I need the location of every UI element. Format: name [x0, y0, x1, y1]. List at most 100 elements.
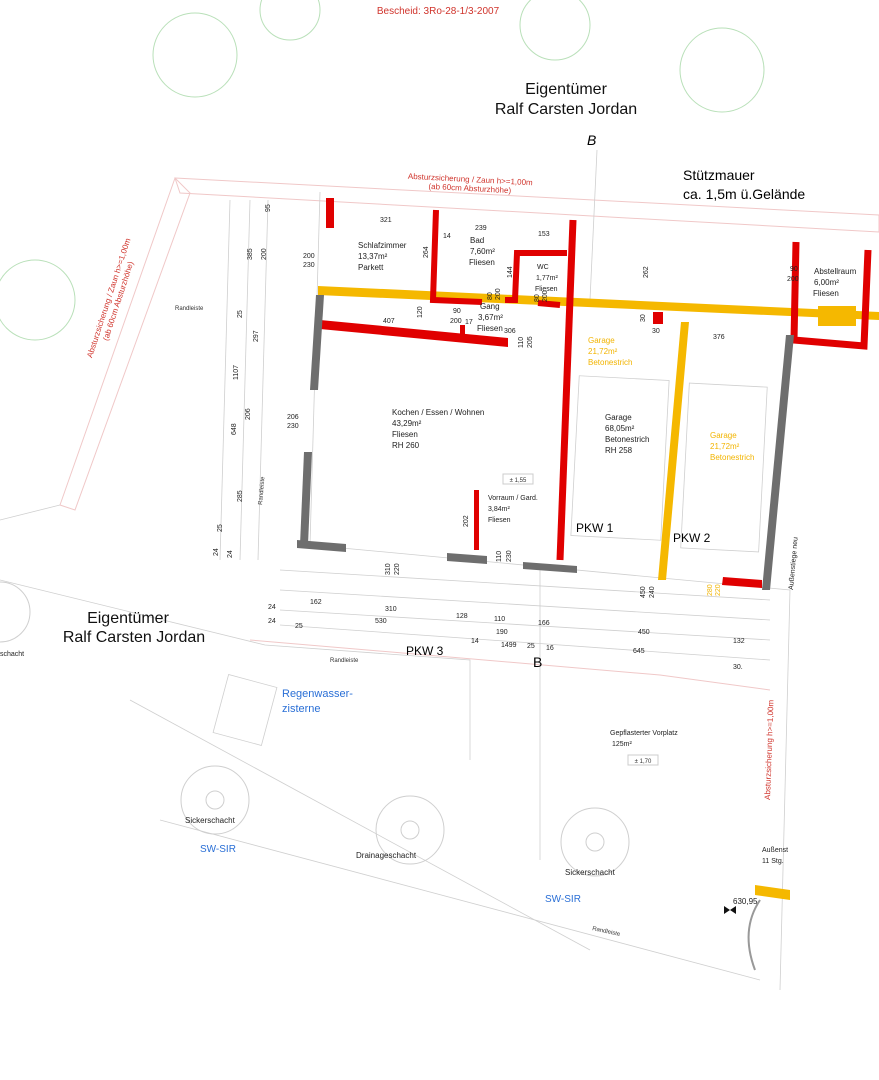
label: 153 — [538, 231, 550, 238]
label: 310 — [385, 563, 392, 575]
label: 120 — [417, 306, 424, 318]
label: 21,72m² — [710, 442, 740, 451]
label: 110 — [496, 551, 503, 562]
label: Garage — [588, 336, 615, 345]
label: 30. — [733, 664, 743, 671]
fall-protection-right: Absturzsicherung h>=1,00m — [763, 699, 775, 800]
label: 14 — [443, 233, 451, 240]
label: 1,77m² — [536, 275, 558, 282]
label: 280 — [707, 584, 714, 596]
walls — [297, 198, 879, 900]
elevation-marker-icon — [724, 906, 736, 914]
label: 166 — [538, 620, 550, 627]
label: 190 — [496, 629, 508, 636]
label: 239 — [475, 225, 487, 232]
label: 68,05m² — [605, 424, 635, 433]
label: Parkett — [358, 263, 384, 272]
room-vorplatz: Gepflasterter Vorplatz 125m² — [610, 730, 678, 748]
level-marker: ± 1,55 — [510, 478, 527, 484]
label: 230 — [287, 423, 299, 430]
soakaway-label: Sickerschacht — [185, 816, 236, 825]
label: Schlafzimmer — [358, 241, 407, 250]
label: 162 — [310, 599, 322, 606]
label: RH 260 — [392, 441, 420, 450]
cistern-label-2: zisterne — [282, 703, 321, 715]
manholes — [0, 581, 761, 971]
room-kochen-essen-wohnen: Kochen / Essen / Wohnen 43,29m² Fliesen RH … — [392, 408, 484, 450]
label: WC — [537, 264, 549, 271]
label: 125m² — [612, 741, 633, 748]
label: 285 — [237, 490, 244, 502]
label: 80 — [487, 292, 494, 300]
drain-shaft-label: Drainageschacht — [356, 851, 417, 860]
label: 205 — [527, 336, 534, 348]
label: 24 — [227, 550, 234, 558]
label: Gang — [480, 302, 500, 311]
label: 1107 — [233, 365, 240, 380]
label: Gepflasterter Vorplatz — [610, 730, 678, 737]
section-mark-bottom: B — [533, 654, 542, 670]
label: 25 — [237, 310, 244, 318]
label: 30 — [640, 314, 647, 322]
label: 530 — [375, 618, 387, 625]
label: Abstellraum — [814, 267, 857, 276]
parking-pkw1: PKW 1 — [576, 521, 614, 535]
label: 200 — [787, 276, 799, 283]
label: 3,84m² — [488, 506, 510, 513]
label: 200 — [495, 288, 502, 300]
soakaway-label: schacht — [0, 651, 24, 658]
elevation-label: 630,95 — [733, 897, 758, 906]
label: 132 — [733, 638, 745, 645]
label: 110 — [518, 337, 525, 348]
outdoor-stairs: Außenst — [762, 847, 788, 854]
retaining-wall-height: ca. 1,5m ü.Gelände — [683, 186, 805, 202]
label: 1499 — [501, 642, 517, 649]
sewer-label: SW-SIR — [200, 844, 236, 855]
label: 128 — [456, 613, 468, 620]
label: 645 — [633, 648, 645, 655]
edge-strip-label: Randleiste — [592, 926, 622, 938]
label: 321 — [380, 217, 392, 224]
edge-strip-label: Randleiste — [258, 476, 267, 505]
label: 25 — [217, 524, 224, 532]
label: 24 — [213, 548, 220, 556]
level-marker: ± 1,70 — [635, 759, 652, 765]
owner-top-label: Eigentümer — [525, 81, 607, 98]
label: RH 258 — [605, 446, 633, 455]
label: 206 — [287, 414, 299, 421]
label: 21,72m² — [588, 347, 618, 356]
tree-icons — [0, 0, 765, 341]
edge-strip-label: Randleiste — [330, 658, 359, 664]
outdoor-stairs-label: Außenstiege neu — [788, 537, 800, 590]
sewer-label: SW-SIR — [545, 894, 581, 905]
label: 648 — [231, 423, 238, 435]
label: 407 — [383, 318, 395, 325]
label: Vorraum / Gard. — [488, 495, 538, 502]
parking-pkw3: PKW 3 — [406, 644, 444, 658]
label: 220 — [394, 563, 401, 575]
label: 25 — [295, 623, 303, 630]
label: 90 — [790, 266, 798, 273]
label: 80 — [534, 294, 541, 302]
label: 306 — [504, 328, 516, 335]
label: 450 — [640, 586, 647, 598]
label: 24 — [268, 604, 276, 611]
label: 144 — [507, 266, 514, 278]
label: 262 — [643, 266, 650, 278]
wall-segment — [326, 198, 334, 228]
label: 230 — [506, 550, 513, 562]
label: Betonestrich — [605, 435, 649, 444]
label: 43,29m² — [392, 419, 422, 428]
label: 110 — [494, 616, 505, 623]
label: Fliesen — [392, 430, 418, 439]
label: 7,60m² — [470, 247, 495, 256]
label: Kochen / Essen / Wohnen — [392, 408, 484, 417]
soakaway-label: Sickerschacht — [565, 868, 616, 877]
